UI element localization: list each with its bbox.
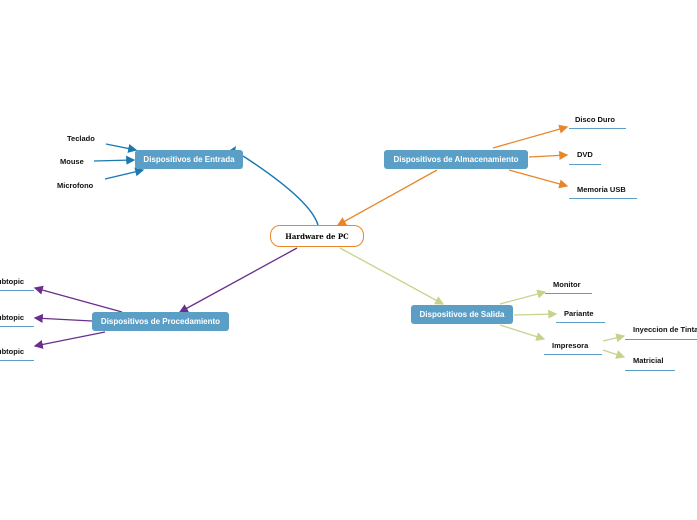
- topic-dispositivos-entrada[interactable]: Dispositivos de Entrada: [135, 150, 243, 169]
- leaf-microfono[interactable]: Microfono: [57, 181, 94, 190]
- edge-teclado: [105, 143, 138, 153]
- edge-subtopic-2: [33, 313, 93, 323]
- leaf-underline: [569, 198, 637, 199]
- edge-microfono: [104, 167, 145, 180]
- leaf-dvd[interactable]: DVD: [577, 150, 593, 159]
- topic-dispositivos-almacenamiento[interactable]: Dispositivos de Almacenamiento: [384, 150, 528, 169]
- leaf-underline: [545, 293, 592, 294]
- leaf-underline: [569, 128, 626, 129]
- leaf-underline: [0, 360, 34, 361]
- edge-subtopic-3: [33, 331, 106, 349]
- topic-label: Dispositivos de Almacenamiento: [393, 155, 519, 164]
- leaf-underline: [569, 164, 601, 165]
- leaf-impresora[interactable]: Impresora: [552, 341, 589, 350]
- edge-monitor: [499, 289, 547, 305]
- leaf-underline: [625, 370, 675, 371]
- leaf-underline: [0, 290, 34, 291]
- leaf-underline: [544, 354, 602, 355]
- leaf-memoria-usb[interactable]: Memoria USB: [577, 185, 626, 194]
- edge-central-almacenamiento: [336, 169, 438, 226]
- leaf-disco-duro[interactable]: Disco Duro: [575, 115, 616, 124]
- topic-label: Dispositivos de Entrada: [143, 155, 235, 164]
- leaf-underline: [556, 322, 605, 323]
- edge-pariante: [513, 309, 558, 319]
- topic-label: Dispositivos de Salida: [419, 310, 505, 319]
- central-topic[interactable]: Hardware de PC: [270, 225, 364, 247]
- leaf-underline: [0, 326, 34, 327]
- leaf-subtopic-1[interactable]: Subtopic: [0, 277, 25, 286]
- leaf-subtopic-3[interactable]: Subtopic: [0, 347, 25, 356]
- leaf-monitor[interactable]: Monitor: [553, 280, 581, 289]
- edge-central-salida: [339, 247, 445, 305]
- edge-memoria-usb: [508, 169, 569, 189]
- edge-disco-duro: [492, 124, 569, 149]
- leaf-inyeccion-de-tinta[interactable]: Inyeccion de Tinta: [633, 325, 697, 334]
- edge-inyeccion: [602, 333, 626, 343]
- topic-dispositivos-procedamiento[interactable]: Dispositivos de Procedamiento: [92, 312, 229, 331]
- leaf-teclado[interactable]: Teclado: [67, 134, 95, 143]
- leaf-underline: [625, 339, 697, 340]
- topic-dispositivos-salida[interactable]: Dispositivos de Salida: [411, 305, 513, 324]
- edge-matricial: [602, 349, 626, 359]
- leaf-mouse[interactable]: Mouse: [60, 157, 84, 166]
- leaf-matricial[interactable]: Matricial: [633, 356, 664, 365]
- edge-subtopic-1: [33, 285, 123, 313]
- edge-mouse: [93, 155, 136, 165]
- edge-dvd: [528, 150, 569, 160]
- edge-impresora: [499, 324, 546, 341]
- topic-label: Dispositivos de Procedamiento: [100, 317, 221, 326]
- leaf-pariante[interactable]: Pariante: [564, 309, 594, 318]
- leaf-subtopic-2[interactable]: Subtopic: [0, 313, 25, 322]
- edge-central-entrada: [242, 155, 319, 226]
- edge-central-procedamiento: [178, 247, 298, 313]
- central-topic-label: Hardware de PC: [285, 231, 349, 241]
